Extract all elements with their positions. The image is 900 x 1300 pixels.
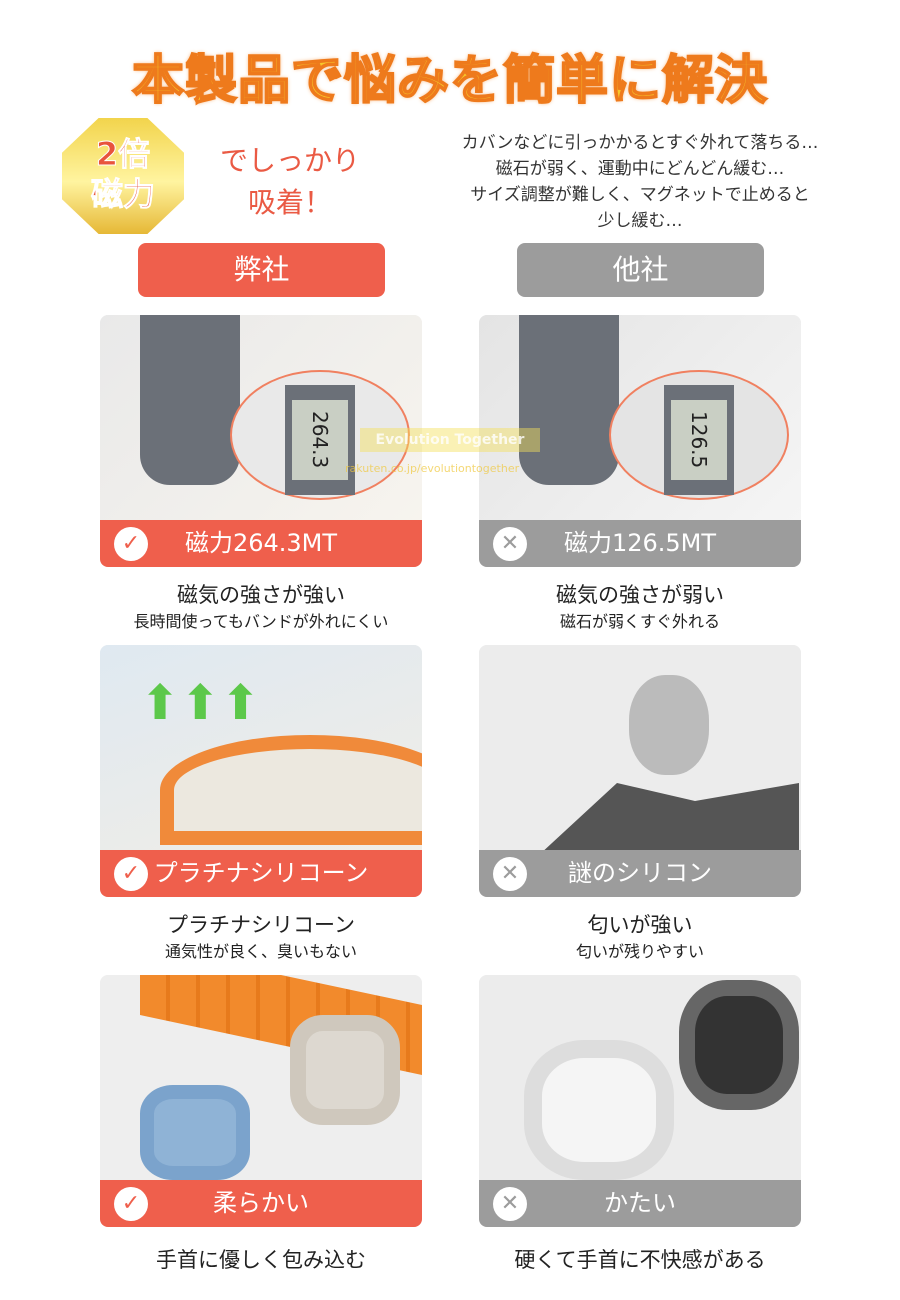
theirs-caption: 磁気の強さが弱い磁石が弱くすぐ外れる xyxy=(479,580,801,634)
check-icon: ✓ xyxy=(114,857,148,891)
meter-reading: 126.5 xyxy=(671,400,727,480)
catch-line2: 吸着！ xyxy=(247,186,332,219)
catch-copy: でしっかり吸着！ xyxy=(200,140,380,224)
theirs-softness-card: ✕ かたい xyxy=(479,975,801,1227)
magnet-meter-image: 126.5 xyxy=(479,315,801,520)
theirs-material-card: ✕ 謎のシリコン xyxy=(479,645,801,897)
caption-sub: 長時間使ってもバンドが外れにくい xyxy=(133,612,389,631)
ours-softness-card: ✓ 柔らかい xyxy=(100,975,422,1227)
ours-material-card: ⬆⬆⬆ ✓プラチナシリコーン xyxy=(100,645,422,897)
worry-line: サイズ調整が難しく、マグネットで止めると xyxy=(470,185,810,205)
theirs-caption: 硬くて手首に不快感がある xyxy=(479,1245,801,1275)
x-icon: ✕ xyxy=(493,527,527,561)
ours-caption: プラチナシリコーン通気性が良く、臭いもない xyxy=(100,910,422,964)
theirs-caption: 匂いが強い匂いが残りやすい xyxy=(479,910,801,964)
ours-bar-label: 磁力264.3MT xyxy=(184,529,338,557)
soft-band-image xyxy=(100,975,422,1180)
up-arrow-icon: ⬆⬆⬆ xyxy=(140,675,261,731)
caption-sub: 磁石が弱くすぐ外れる xyxy=(559,612,720,631)
check-icon: ✓ xyxy=(114,527,148,561)
theirs-header: 他社 xyxy=(517,243,764,297)
breathable-band-image: ⬆⬆⬆ xyxy=(100,645,422,850)
ours-caption: 手首に優しく包み込む xyxy=(100,1245,422,1275)
x-icon: ✕ xyxy=(493,1187,527,1221)
ours-caption: 磁気の強さが強い長時間使ってもバンドが外れにくい xyxy=(100,580,422,634)
catch-line1: でしっかり xyxy=(219,144,360,177)
magnet-meter-image: 264.3 xyxy=(100,315,422,520)
smelly-man-image xyxy=(479,645,801,855)
ours-bar-label: プラチナシリコーン xyxy=(153,859,369,887)
worry-line: 少し緩む… xyxy=(597,211,683,231)
watermark: Evolution Together xyxy=(360,428,540,452)
ours-magnet-card: 264.3 ✓ 磁力264.3MT xyxy=(100,315,422,567)
ours-bar-label: 柔らかい xyxy=(213,1189,309,1217)
worry-line: 磁石が弱く、運動中にどんどん緩む… xyxy=(495,159,785,179)
theirs-bar-label: 謎のシリコン xyxy=(568,859,712,887)
badge-line1: 2倍 xyxy=(95,135,151,174)
caption-sub: 匂いが残りやすい xyxy=(575,942,704,961)
badge-line2: 磁力 xyxy=(90,175,155,214)
theirs-bar-label: 磁力126.5MT xyxy=(563,529,717,557)
worries-text: カバンなどに引っかかるとすぐ外れて落ちる… 磁石が弱く、運動中にどんどん緩む… … xyxy=(430,130,850,234)
hard-band-image xyxy=(479,975,801,1180)
x-icon: ✕ xyxy=(493,857,527,891)
worry-line: カバンなどに引っかかるとすぐ外れて落ちる… xyxy=(461,133,819,153)
caption-main: プラチナシリコーン xyxy=(167,913,355,937)
double-magnet-badge: 2倍磁力 xyxy=(62,118,184,234)
check-icon: ✓ xyxy=(114,1187,148,1221)
meter-reading: 264.3 xyxy=(292,400,348,480)
watermark-url: rakuten.co.jp/evolutiontogether xyxy=(345,462,520,475)
caption-main: 磁気の強さが強い xyxy=(177,583,345,607)
theirs-bar-label: かたい xyxy=(604,1189,676,1217)
ours-header: 弊社 xyxy=(138,243,385,297)
caption-main: 硬くて手首に不快感がある xyxy=(514,1248,766,1272)
caption-main: 磁気の強さが弱い xyxy=(556,583,724,607)
theirs-magnet-card: 126.5 ✕ 磁力126.5MT xyxy=(479,315,801,567)
caption-main: 匂いが強い xyxy=(587,913,693,937)
page-title: 本製品で悩みを簡単に解決 xyxy=(131,50,768,112)
caption-main: 手首に優しく包み込む xyxy=(156,1248,366,1272)
caption-sub: 通気性が良く、臭いもない xyxy=(164,942,357,961)
